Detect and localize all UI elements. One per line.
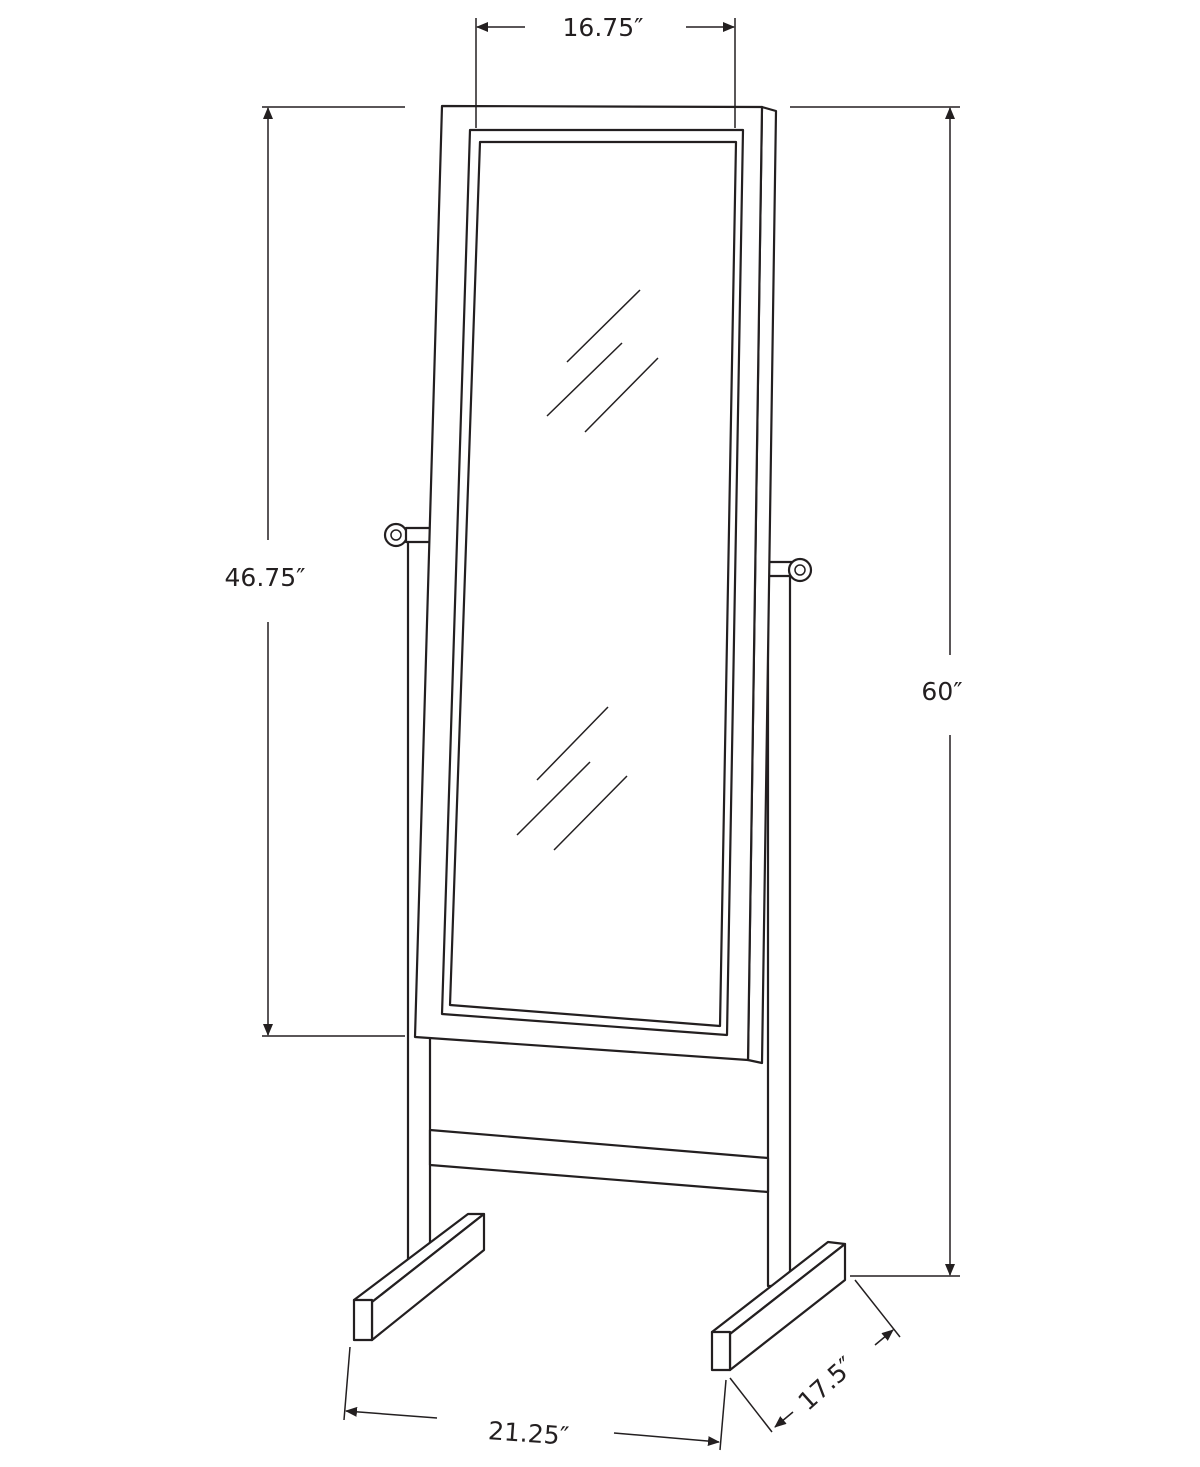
- overall-depth-label: 17.5″: [792, 1351, 860, 1416]
- overall-height-label: 60″: [921, 677, 962, 706]
- overall-width-dimension-line: [343, 1346, 727, 1451]
- mirror-frame: [413, 104, 778, 1065]
- mirror-height-dimension-line: [262, 106, 405, 1037]
- mirror-width-label: 16.75″: [563, 13, 644, 42]
- overall-depth-dimension-line: [729, 1279, 901, 1433]
- left-foot: [352, 1212, 486, 1342]
- right-foot: [710, 1240, 847, 1372]
- glass-reflection-lines: [516, 289, 659, 851]
- overall-width-label: 21.25″: [487, 1416, 570, 1451]
- crossbar: [428, 1128, 770, 1194]
- left-knob: [383, 522, 432, 548]
- width-dimension-line: [475, 18, 736, 128]
- overall-height-dimension-line: [790, 106, 960, 1277]
- right-post: [766, 566, 792, 1288]
- mirror-height-label: 46.75″: [225, 563, 306, 592]
